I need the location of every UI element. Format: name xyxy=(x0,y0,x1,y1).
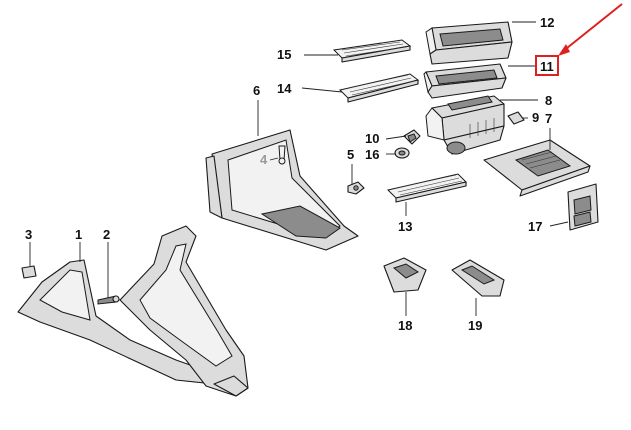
highlight-arrow-head xyxy=(558,44,570,56)
callout-7[interactable]: 7 xyxy=(545,111,552,126)
callout-13[interactable]: 13 xyxy=(398,219,412,234)
leader-4 xyxy=(269,157,279,161)
part-7-shifter-cover[interactable] xyxy=(483,139,591,197)
callout-16[interactable]: 16 xyxy=(365,147,379,162)
side-panel[interactable] xyxy=(119,225,249,397)
leader-14 xyxy=(301,87,343,93)
part-12-storage-box[interactable] xyxy=(425,21,513,65)
callout-10[interactable]: 10 xyxy=(365,131,379,146)
part-17-bracket[interactable] xyxy=(567,183,599,231)
callout-11[interactable]: 11 xyxy=(540,59,554,74)
callout-14[interactable]: 14 xyxy=(277,81,292,96)
callout-12[interactable]: 12 xyxy=(540,15,554,30)
part-2-screw[interactable] xyxy=(97,295,120,305)
leader-10 xyxy=(385,135,407,140)
callout-5[interactable]: 5 xyxy=(347,147,354,162)
callout-1[interactable]: 1 xyxy=(75,227,82,242)
callout-labels: 12 11 15 14 8 9 7 10 16 5 6 4 13 17 1 2 … xyxy=(25,15,554,333)
part-18-cup-holder[interactable] xyxy=(383,257,427,293)
part-10-clip[interactable] xyxy=(403,129,421,145)
callout-18[interactable]: 18 xyxy=(398,318,412,333)
part-1-lower-panel[interactable] xyxy=(17,259,215,385)
part-14-grille[interactable] xyxy=(339,73,420,103)
part-11-storage-tray[interactable] xyxy=(423,63,507,99)
part-3-clip-nut[interactable] xyxy=(21,265,37,279)
part-4-screw[interactable] xyxy=(278,145,286,165)
callout-19[interactable]: 19 xyxy=(468,318,482,333)
callout-17[interactable]: 17 xyxy=(528,219,542,234)
callout-4[interactable]: 4 xyxy=(260,152,268,167)
highlight-box xyxy=(535,55,559,76)
part-16-clip[interactable] xyxy=(394,147,410,159)
leader-lines xyxy=(29,21,569,316)
part-8-switch-housing[interactable] xyxy=(425,95,505,155)
callout-2[interactable]: 2 xyxy=(103,227,110,242)
callout-8[interactable]: 8 xyxy=(545,93,552,108)
highlight-arrow-line xyxy=(561,3,623,53)
part-5-nut[interactable] xyxy=(347,181,365,195)
part-13-grille[interactable] xyxy=(387,173,467,203)
callout-15[interactable]: 15 xyxy=(277,47,291,62)
callout-9[interactable]: 9 xyxy=(532,110,539,125)
part-19-coin-tray[interactable] xyxy=(451,259,505,297)
part-9-clip[interactable] xyxy=(507,111,525,125)
part-15-grille[interactable] xyxy=(332,39,412,63)
callout-6[interactable]: 6 xyxy=(253,83,260,98)
callout-3[interactable]: 3 xyxy=(25,227,32,242)
part-6-console-trim[interactable] xyxy=(205,129,359,251)
highlight-marker xyxy=(535,3,623,76)
leader-17 xyxy=(549,221,569,227)
